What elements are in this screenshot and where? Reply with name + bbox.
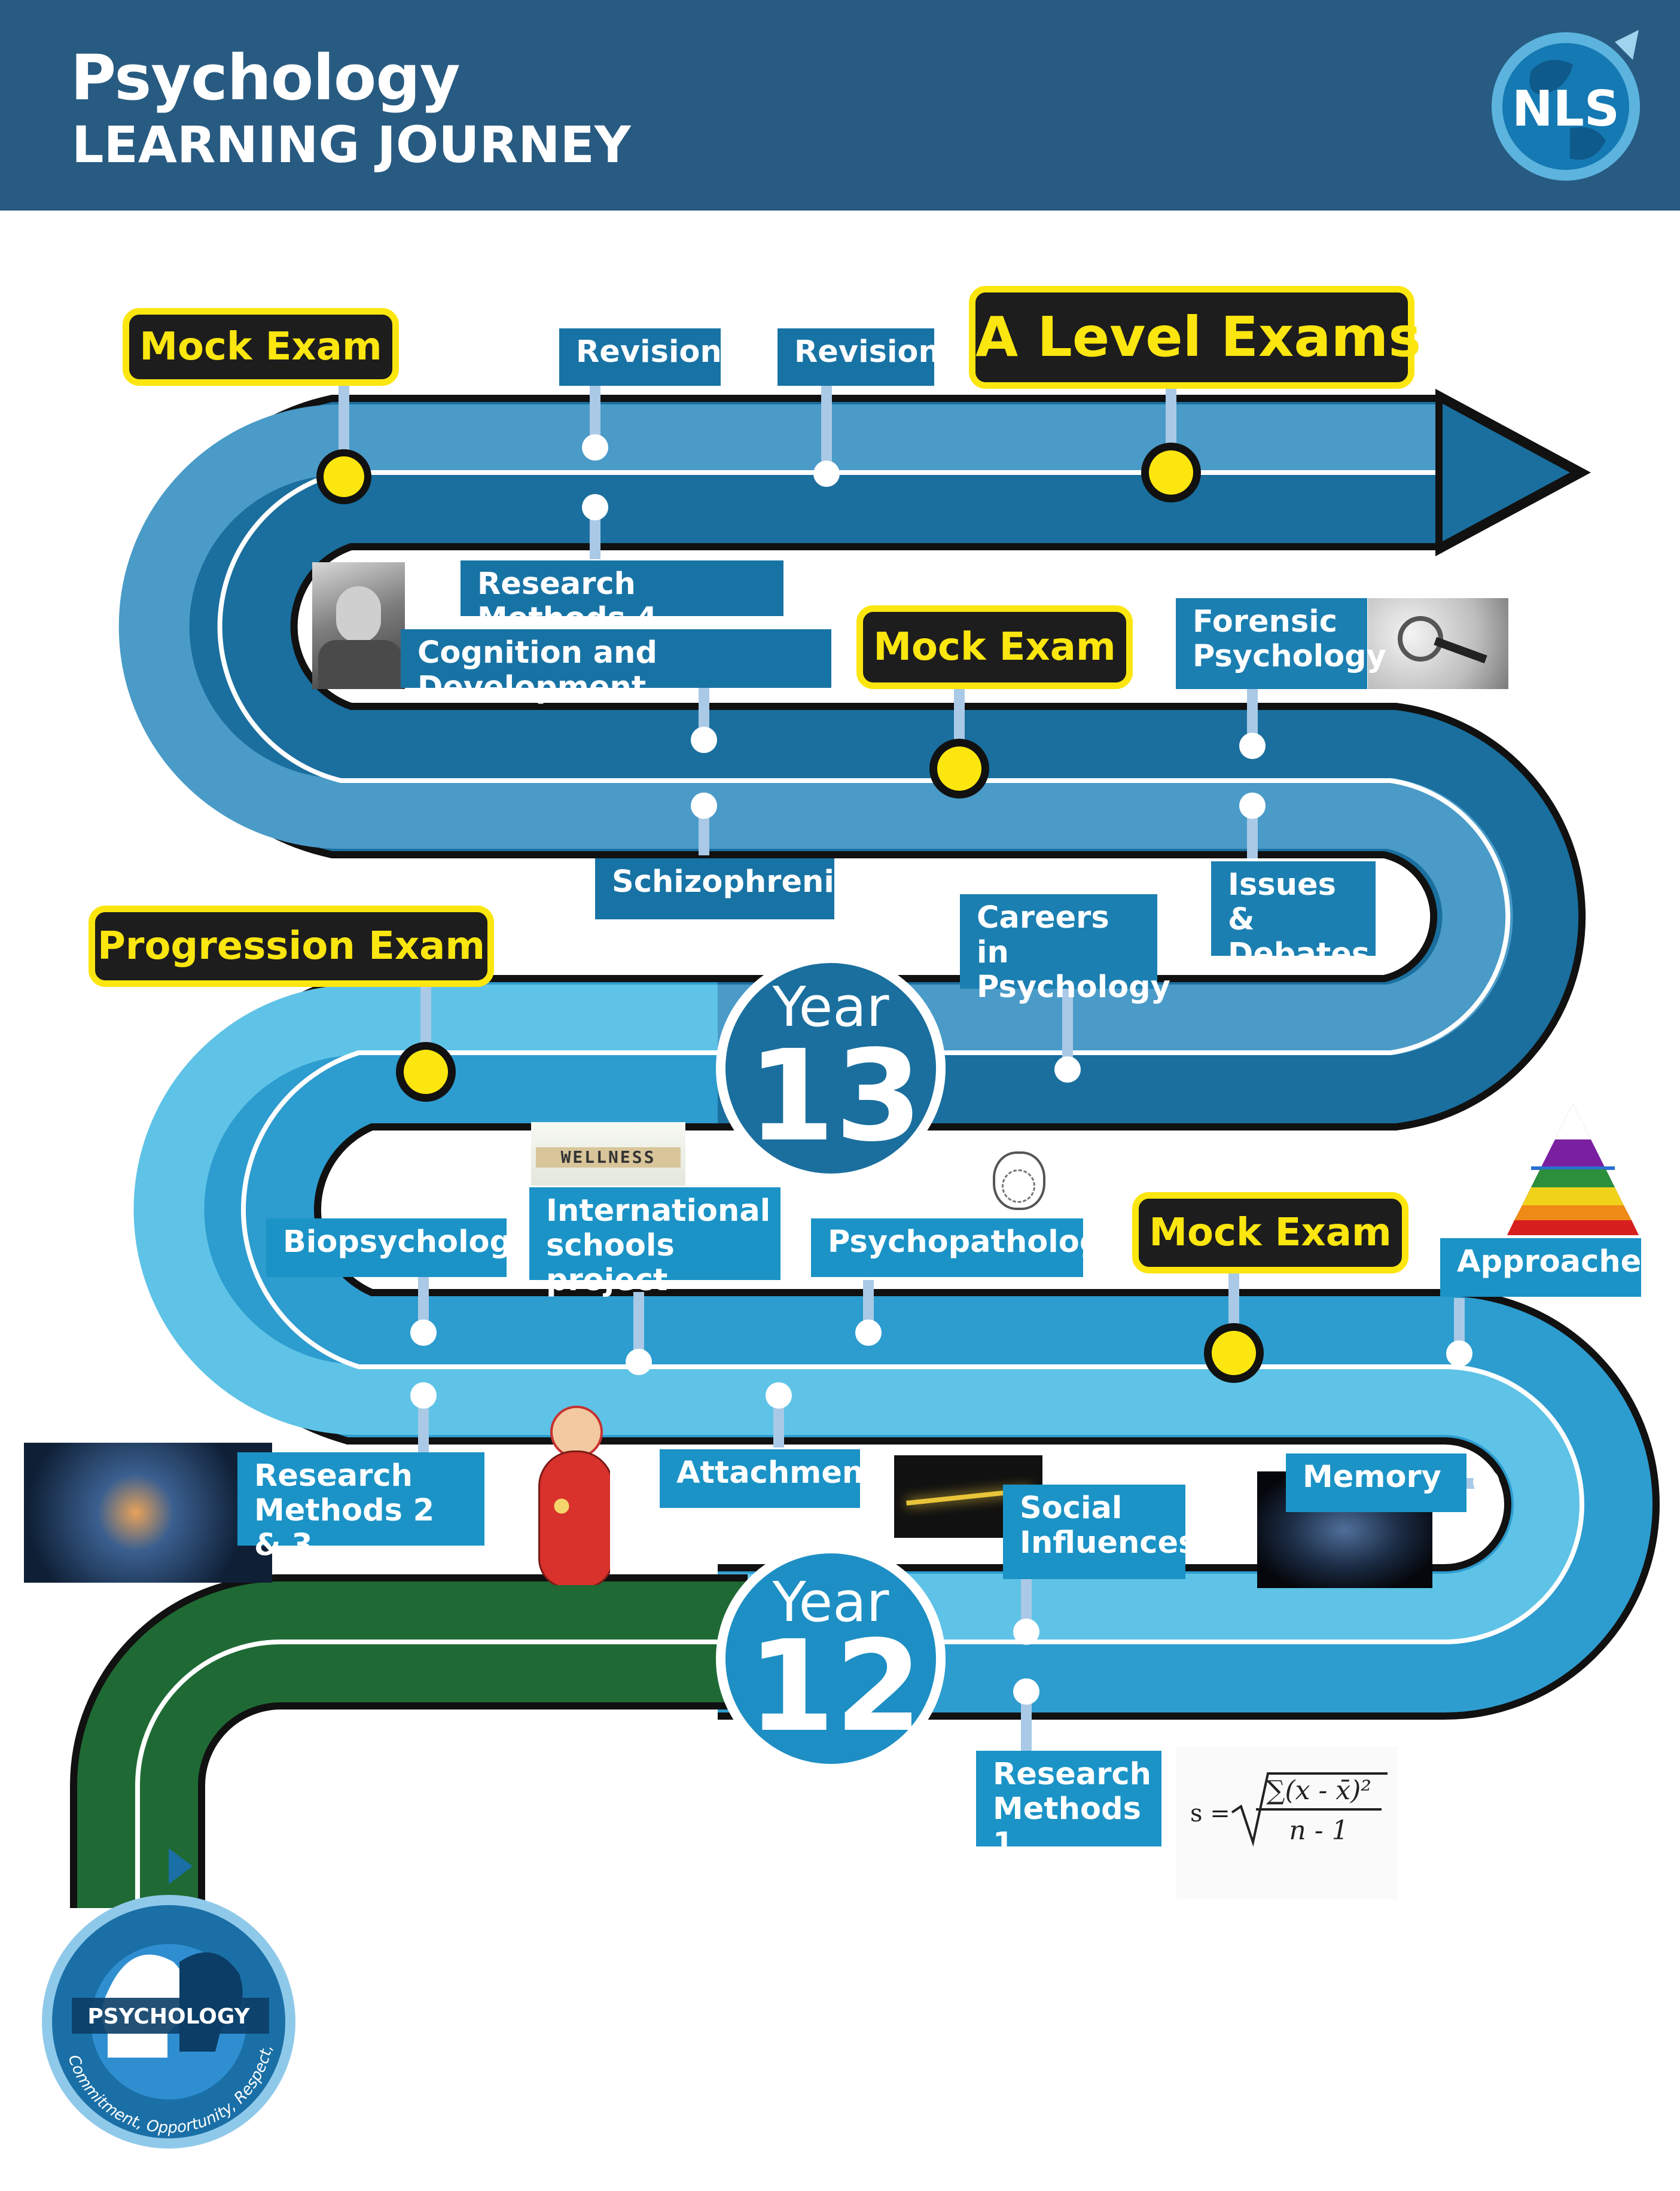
badge-label: PSYCHOLOGY — [87, 2004, 250, 2029]
issues-debates-label: Issues & Debates — [1211, 861, 1376, 972]
year13-number: 13 — [748, 1023, 922, 1169]
mock-exam-label-1: Mock Exam — [123, 308, 399, 386]
year12-badge: Year 12 — [716, 1544, 946, 1773]
svg-text:n - 1: n - 1 — [1289, 1815, 1348, 1846]
international-schools-project-label: International schools project — [529, 1187, 780, 1298]
careers-in-psychology-label: Careers in Psychology — [960, 894, 1170, 1005]
mock-exam-label-3: Mock Exam — [1132, 1192, 1408, 1273]
revision-label-1: Revision — [559, 328, 722, 386]
a-level-exams-label: A Level Exams — [969, 286, 1421, 389]
page-subtitle: LEARNING JOURNEY — [72, 115, 631, 174]
research-methods-4-label: Research Methods 4 — [461, 560, 783, 636]
road-year13 — [118, 389, 1591, 1130]
psychopathology-label: Psychopathology — [811, 1218, 1121, 1277]
std-dev-formula: s = ∑(x - x̄)² n - 1 — [1176, 1747, 1398, 1899]
approaches-label: Approaches — [1440, 1238, 1660, 1297]
magnifier-photo — [1368, 598, 1508, 689]
schizophrenia-label: Schizophrenia — [595, 858, 855, 919]
progression-exam-label: Progression Exam — [89, 906, 494, 987]
logo-text: NLS — [1512, 81, 1620, 138]
memory-label: Memory — [1286, 1453, 1466, 1512]
year13-badge: Year 13 — [716, 953, 946, 1183]
wellness-photo: WELLNESS — [531, 1122, 685, 1186]
revision-label-2: Revision — [778, 328, 940, 386]
year12-word: Year — [772, 1570, 889, 1634]
year13-word: Year — [772, 975, 889, 1039]
social-influences-label: Social Influences — [1003, 1485, 1196, 1579]
attachment-label: Attachment — [660, 1449, 879, 1508]
page-title: Psychology — [71, 41, 461, 114]
nls-logo: NLS — [1492, 30, 1640, 181]
forensic-psychology-label: Forensic Psychology — [1176, 598, 1386, 689]
research-methods-1-label: Research Methods 1 — [976, 1751, 1161, 1861]
portrait-photo — [312, 562, 405, 689]
research-methods-2-3-label: Research Methods 2 & 3 — [237, 1452, 484, 1563]
svg-text:s =: s = — [1190, 1800, 1230, 1827]
bobo-doll-photo — [538, 1406, 610, 1585]
header-banner: Psychology LEARNING JOURNEY — [0, 0, 1680, 211]
mock-exam-label-2: Mock Exam — [856, 605, 1133, 689]
milestones — [316, 434, 1499, 1705]
neurons-photo — [24, 1443, 272, 1583]
year12-number: 12 — [748, 1613, 922, 1760]
cognition-development-label: Cognition and Development — [401, 629, 831, 705]
road-start — [69, 1574, 748, 1908]
biopsychology-label: Biopsychology — [266, 1218, 531, 1277]
road-year12 — [133, 975, 1660, 1720]
maslow-pyramid-image — [1507, 1104, 1639, 1235]
svg-text:∑(x - x̄)²: ∑(x - x̄)² — [1266, 1775, 1371, 1806]
sketch-head-photo — [975, 1139, 1063, 1223]
